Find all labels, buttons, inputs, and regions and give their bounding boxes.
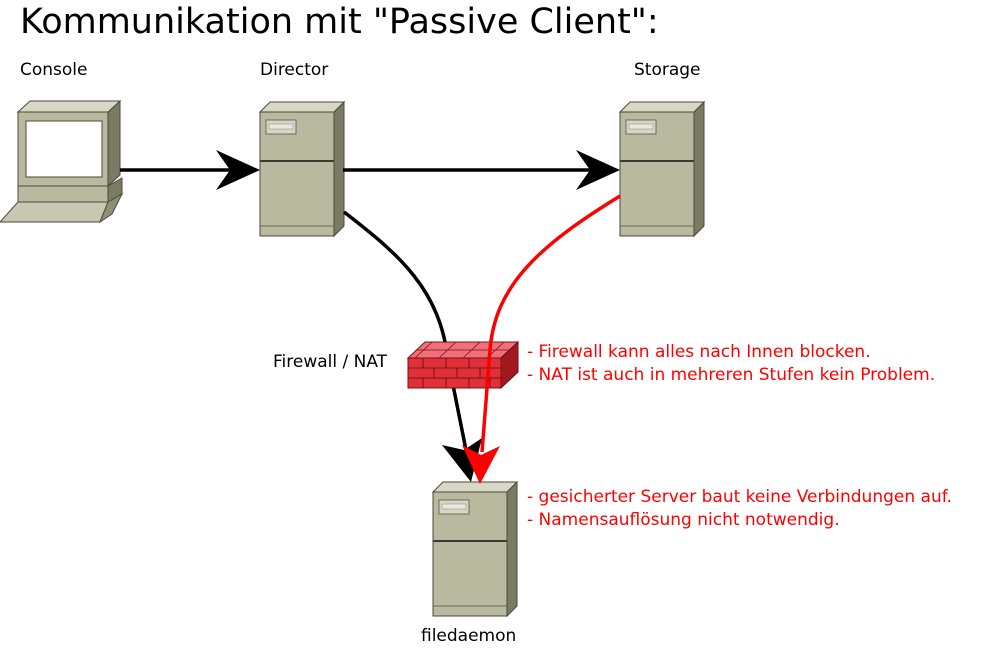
director-label: Director <box>260 60 329 80</box>
storage-to-filedaemon-arrow <box>462 194 621 484</box>
firewall-icon <box>406 340 520 390</box>
client-note-2: - Namensauflösung nicht notwendig. <box>527 510 840 530</box>
director-to-storage-arrow <box>343 150 620 190</box>
console-laptop-icon <box>0 99 124 224</box>
firewall-notes: - Firewall kann alles nach Innen blocken… <box>527 341 935 387</box>
console-to-director-arrow <box>120 150 260 190</box>
client-notes: - gesicherter Server baut keine Verbindu… <box>527 486 952 532</box>
firewall-note-1: - Firewall kann alles nach Innen blocken… <box>527 342 871 362</box>
diagram-title: Kommunikation mit "Passive Client": <box>20 2 659 42</box>
filedaemon-label: filedaemon <box>421 626 517 646</box>
client-note-1: - gesicherter Server baut keine Verbindu… <box>527 487 952 507</box>
console-label: Console <box>20 60 88 80</box>
firewall-note-2: - NAT ist auch in mehreren Stufen kein P… <box>527 365 936 385</box>
storage-label: Storage <box>634 60 701 80</box>
director-server-icon <box>259 101 345 237</box>
firewall-label: Firewall / NAT <box>273 352 388 372</box>
filedaemon-server-icon <box>432 481 518 617</box>
storage-server-icon <box>619 101 705 237</box>
